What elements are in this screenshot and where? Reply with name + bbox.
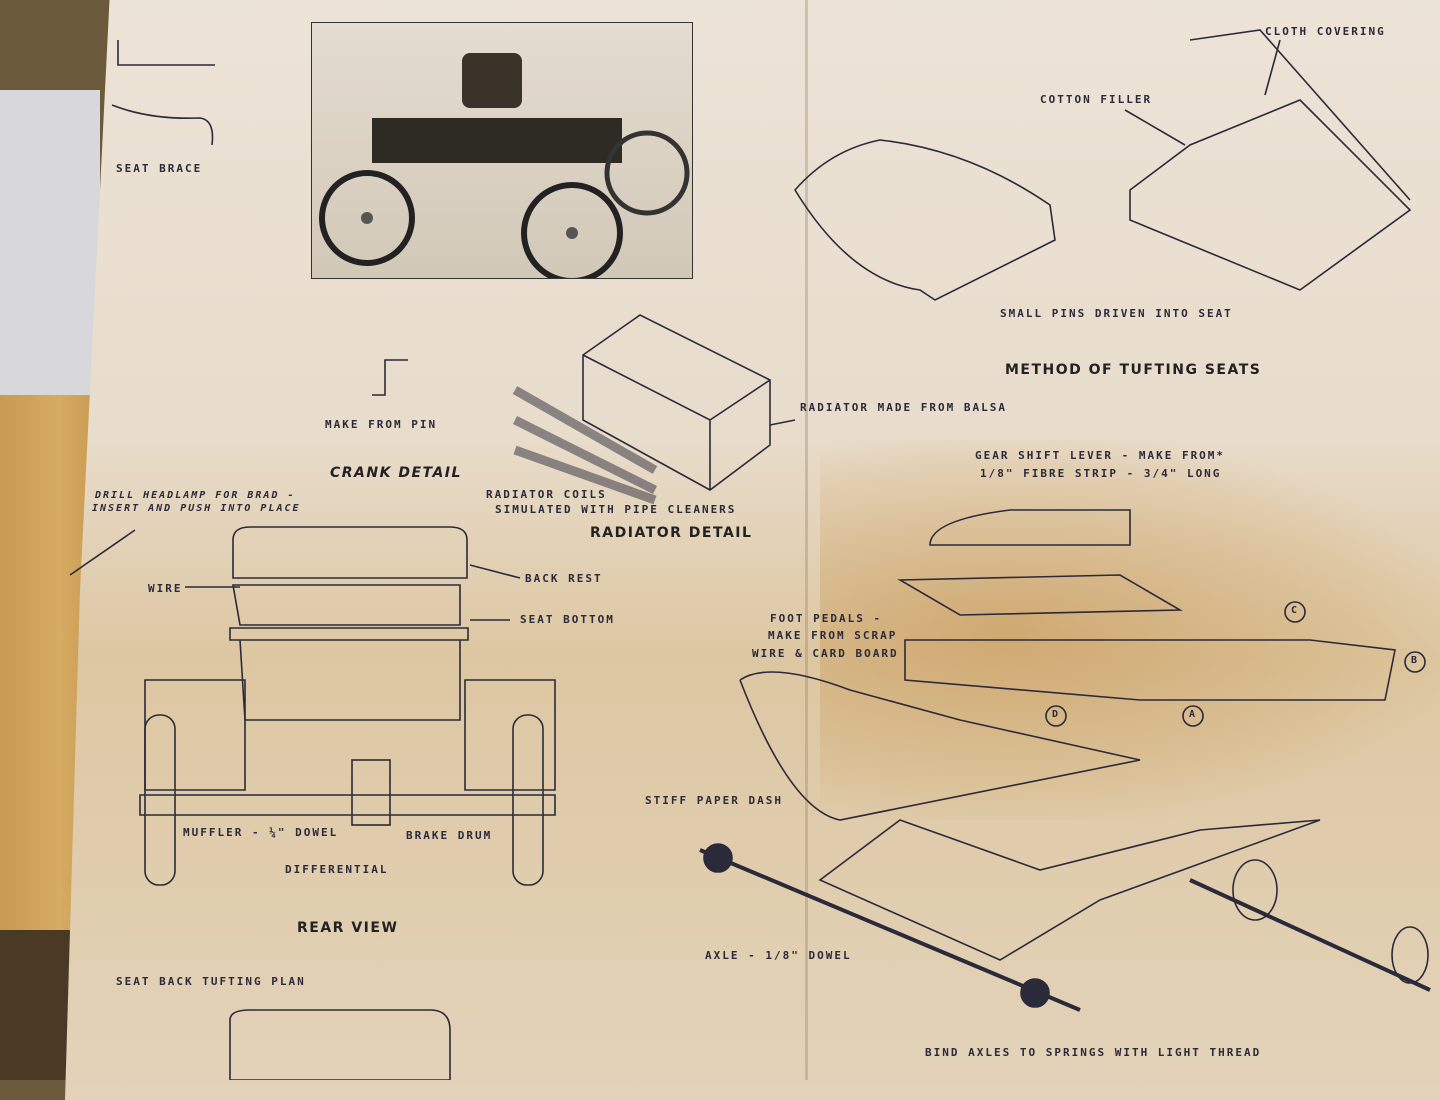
muffler-label: MUFFLER - ¼" DOWEL (183, 826, 339, 839)
brake-drum-label: BRAKE DRUM (406, 829, 493, 842)
marker-circle-a (1182, 705, 1204, 727)
differential-label: DIFFERENTIAL (285, 863, 389, 876)
cloth-seat-sketch (1129, 99, 1412, 291)
axle-label: AXLE - 1/8" DOWEL (705, 949, 852, 962)
foot-pedals-label-1: FOOT PEDALS - (770, 612, 883, 625)
radiator-coils-label-1: RADIATOR COILS (486, 488, 607, 501)
rear-leaders (185, 564, 521, 621)
cloth-roll-sketch (1189, 29, 1411, 201)
crank-note: MAKE FROM PIN (325, 418, 438, 431)
dash-sketch (739, 671, 1141, 821)
tufting-title: METHOD OF TUFTING SEATS (1005, 362, 1262, 378)
marker-a: A (1189, 709, 1196, 720)
radiator-coils-label-2: SIMULATED WITH PIPE CLEANERS (495, 503, 737, 516)
chassis-seat-sketch (929, 509, 1131, 546)
headlamp-leader (69, 529, 136, 576)
seat-brace-sketch-1 (117, 40, 215, 66)
seat-back-plan-sketch (229, 1009, 451, 1080)
crank-detail-title: CRANK DETAIL (330, 465, 462, 481)
radiator-block-sketch (582, 314, 771, 491)
rear-axle-sketch (139, 794, 556, 816)
paper-stain (820, 440, 1440, 820)
tufting-leaders (1124, 39, 1281, 146)
wheel-hub-3 (1232, 859, 1278, 921)
cloth-covering-label: CLOTH COVERING (1265, 25, 1386, 38)
back-rest-label: BACK REST (525, 572, 603, 585)
cotton-filler-label: COTTON FILLER (1040, 93, 1153, 106)
springs-sketch (818, 819, 1321, 961)
differential-sketch (351, 759, 391, 826)
car-model-photo (311, 22, 693, 284)
radiator-detail-title: RADIATOR DETAIL (590, 525, 753, 541)
wheel-hub-1 (703, 843, 733, 873)
headlamp-note-line2: INSERT AND PUSH INTO PLACE (92, 503, 301, 514)
seat-bottom-label: SEAT BOTTOM (520, 613, 615, 626)
radiator-leader (769, 419, 796, 426)
seat-brace-label: SEAT BRACE (116, 162, 203, 175)
marker-circle-d (1045, 705, 1067, 727)
car-photo-drawing (319, 53, 690, 284)
foot-pedals-label-2: MAKE FROM SCRAP (768, 629, 898, 642)
wheel-hub-2 (1020, 978, 1050, 1008)
gear-shift-label-1: GEAR SHIFT LEVER - MAKE FROM* (975, 449, 1226, 462)
seat-brace-sketch-2 (111, 104, 214, 146)
paper-fold (805, 0, 808, 1080)
crank-sketch (372, 359, 408, 396)
rear-wheel-right (512, 714, 544, 886)
seat-back-plan-label: SEAT BACK TUFTING PLAN (116, 975, 306, 988)
marker-circle-b (1404, 651, 1426, 673)
foot-pedals-label-3: WIRE & CARD BOARD (752, 647, 899, 660)
marker-b: B (1411, 655, 1418, 666)
background-white-surface (0, 90, 100, 400)
instruction-sheet (65, 0, 1440, 1100)
tufted-seat-sketch (794, 139, 1056, 301)
headlamp-note-line1: DRILL HEADLAMP FOR BRAD - (95, 490, 296, 501)
wire-label: WIRE (148, 582, 183, 595)
small-pins-label: SMALL PINS DRIVEN INTO SEAT (1000, 307, 1233, 320)
rear-wheel-left (144, 714, 176, 886)
marker-c: C (1291, 605, 1298, 616)
radiator-balsa-label: RADIATOR MADE FROM BALSA (800, 401, 1007, 414)
marker-d: D (1052, 709, 1059, 720)
gear-shift-label-2: 1/8" FIBRE STRIP - 3/4" LONG (980, 467, 1222, 480)
axles-sketch (699, 848, 1431, 1012)
bind-axles-label: BIND AXLES TO SPRINGS WITH LIGHT THREAD (925, 1046, 1262, 1059)
radiator-coils-sketch (512, 386, 658, 505)
marker-circle-c (1284, 601, 1306, 623)
rear-seat-sketch (229, 526, 469, 721)
chassis-body-sketch (897, 574, 1396, 701)
rear-view-title: REAR VIEW (297, 920, 399, 936)
dash-label: STIFF PAPER DASH (645, 794, 783, 807)
wheel-hub-4 (1391, 926, 1429, 984)
rear-fenders-sketch (144, 679, 556, 791)
